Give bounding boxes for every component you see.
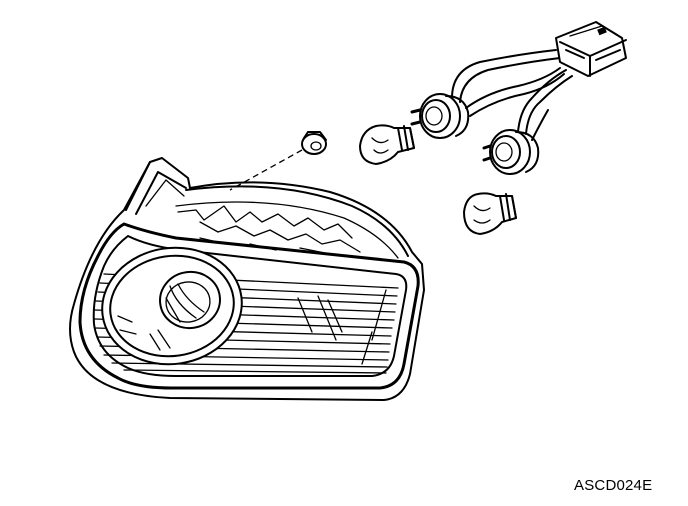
combination-lamp-housing <box>69 157 425 401</box>
reference-code: ASCD024E <box>574 477 653 494</box>
bulb-socket-upper <box>410 93 470 139</box>
assembly-guide-line <box>229 149 303 191</box>
bulb-upper <box>359 124 415 165</box>
grommet-nut <box>301 131 327 155</box>
harness-connector <box>555 21 627 77</box>
bulb-socket-lower <box>482 129 540 175</box>
wiring-harness <box>451 49 573 141</box>
round-reflector <box>101 246 243 366</box>
bulb-lower <box>463 192 517 235</box>
